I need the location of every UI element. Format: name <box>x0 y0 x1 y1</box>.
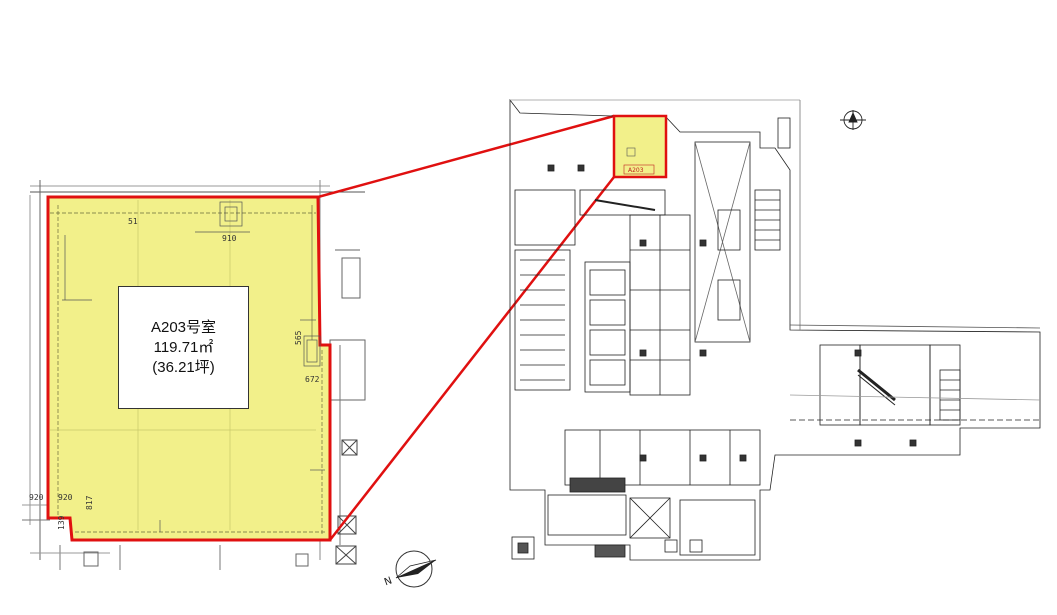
room-info-box: A203号室 119.71㎡ (36.21坪) <box>118 286 249 409</box>
keyplan-room-label: A203 <box>628 167 644 174</box>
north-letter: N <box>383 575 394 588</box>
dim-bottom-left-2: 920 <box>58 493 73 502</box>
north-circle-icon <box>840 110 866 130</box>
room-highlight-keyplan <box>612 114 668 179</box>
full-floor-plan <box>509 98 1041 561</box>
dim-bottom-left-3: 817 <box>85 495 94 510</box>
zoom-connector-lines <box>317 114 615 541</box>
dim-right-2: 672 <box>305 375 320 384</box>
dim-bottom-left-4: 139 <box>57 515 66 530</box>
room-area-sqm: 119.71㎡ <box>153 338 214 356</box>
room-interior-lines <box>50 200 325 535</box>
room-area-tsubo: (36.21坪) <box>152 358 215 376</box>
north-arrow-icon: N <box>383 550 437 588</box>
dim-right-1: 565 <box>294 330 303 345</box>
dim-top: 910 <box>222 234 237 243</box>
room-name: A203号室 <box>150 318 217 336</box>
dim-bottom-left-1: 920 <box>29 493 44 502</box>
dim-top-left: 51 <box>128 217 138 226</box>
